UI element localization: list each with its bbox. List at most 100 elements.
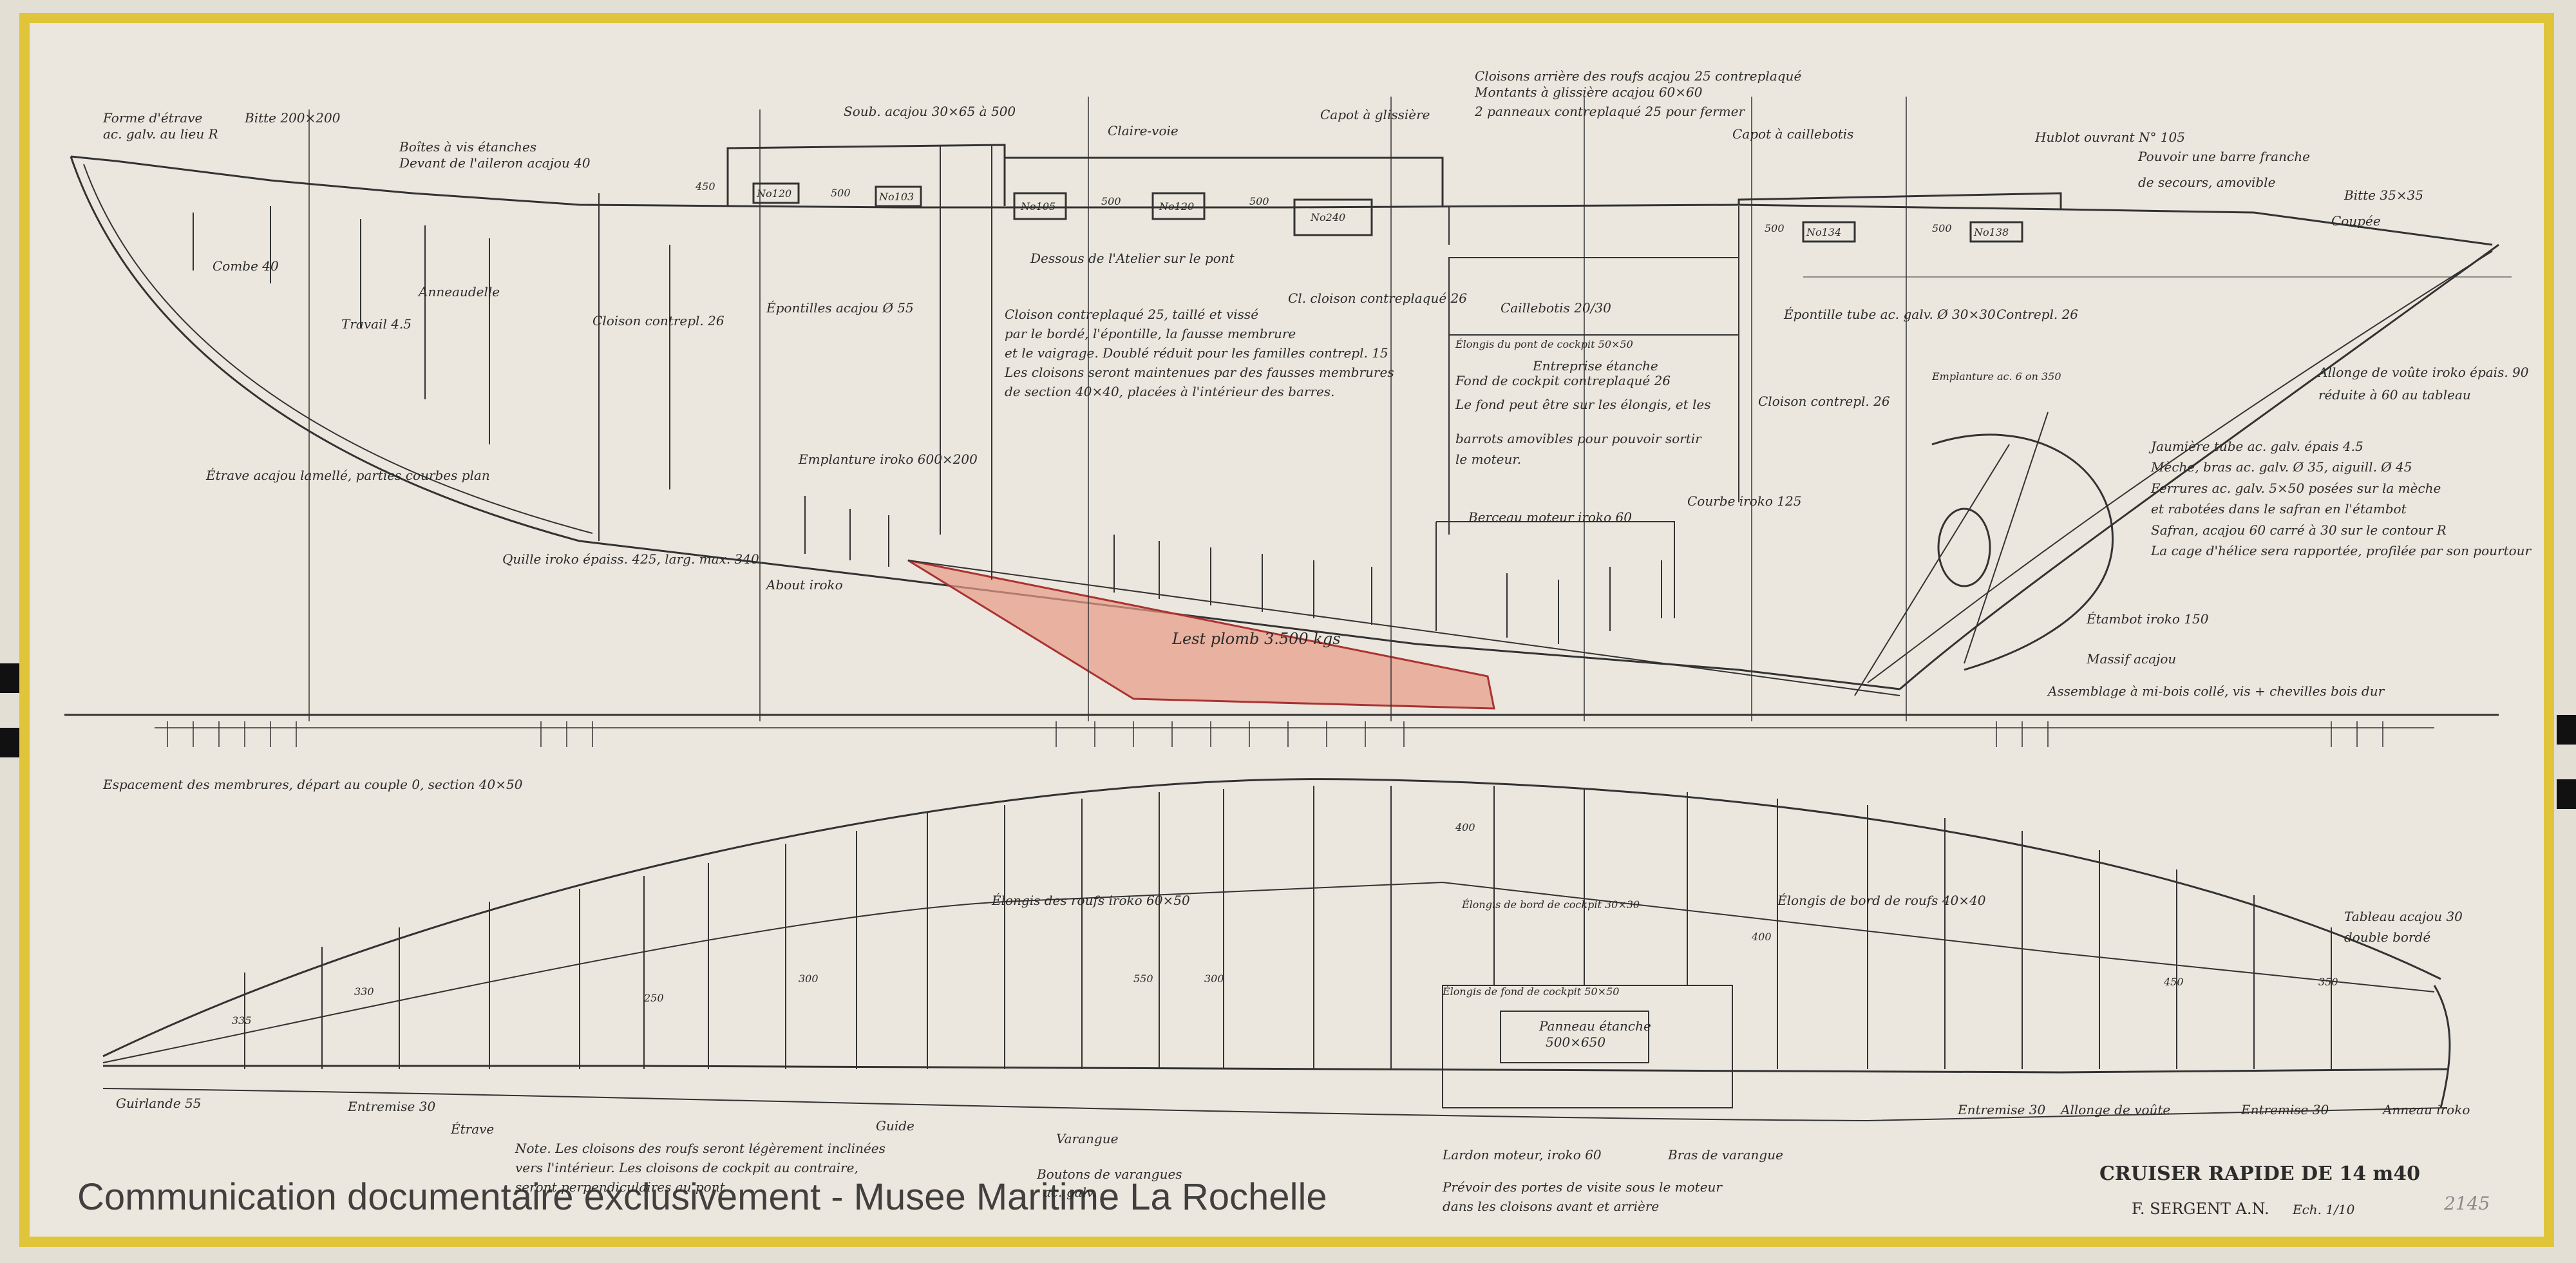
sternpost (1964, 412, 2049, 664)
plan-dim-335: 335 (232, 1014, 252, 1027)
drawing-author: F. SERGENT A.N. (2132, 1200, 2269, 1218)
engine-hatch-plan (1500, 1011, 1649, 1063)
dim-500-b: 500 (1101, 195, 1121, 207)
hull-bottom-line (70, 156, 1900, 690)
propeller-aperture (1937, 508, 1991, 587)
label-contrepl: Contrepl. 26 (1996, 307, 2078, 322)
label-forme-etrave: Forme d'étrave (102, 110, 202, 126)
label-de-section: de section 40×40, placées à l'intérieur … (1005, 384, 1334, 399)
label-jaumiere: Jaumière tube ac. galv. épais 4.5 (2148, 439, 2363, 454)
bulkheads (598, 193, 1739, 580)
label-courbe: Courbe iroko 125 (1687, 493, 1801, 509)
label-les-cloisons: Les cloisons seront maintenues par des f… (1004, 365, 1394, 380)
rudder-outline (1931, 433, 2114, 671)
label-panneau-2: 500×650 (1546, 1034, 1605, 1050)
deck-edge-plan (102, 778, 2441, 1058)
label-guide: Guide (876, 1118, 914, 1134)
dim-n240: No240 (1310, 211, 1345, 223)
dim-n138: No138 (1973, 226, 2009, 238)
label-capot-caillebotis: Capot à caillebotis (1732, 126, 1853, 142)
label-panneaux: 2 panneaux contreplaqué 25 pour fermer (1474, 104, 1745, 119)
label-barrots: barrots amovibles pour pouvoir sortir (1455, 431, 1702, 446)
frame-spacing-ruler (155, 721, 2434, 747)
label-et-rabot: et rabotées dans le safran en l'étambot (2151, 501, 2407, 517)
cockpit-bulkheads (1448, 335, 1739, 535)
label-note-3: seront perpendiculaires au pont (515, 1179, 726, 1195)
tape-left-2 (0, 728, 19, 757)
label-sousb: Soub. acajou 30×65 à 500 (844, 104, 1016, 119)
dim-n120: No120 (756, 187, 791, 200)
dim-450-a: 450 (695, 180, 715, 193)
sheet-frame (19, 13, 2554, 1247)
label-elongis-bord: Élongis de bord de roufs 40×40 (1777, 893, 1986, 908)
label-travail: Travail 4.5 (341, 316, 412, 332)
hatch-d105 (1013, 192, 1067, 220)
label-pouvoir-2: de secours, amovible (2138, 175, 2275, 190)
label-fond: Fond de cockpit contreplaqué 26 (1455, 373, 1671, 388)
hatch-d138 (1969, 221, 2023, 243)
label-varangue: Varangue (1056, 1131, 1118, 1146)
hatch-d120b (1151, 192, 1206, 220)
aft-deckhouse (1738, 192, 2062, 209)
plan-dim-450: 450 (2163, 976, 2184, 988)
label-etrave-plan: Étrave (450, 1121, 494, 1137)
transom-plan (2433, 985, 2451, 1108)
label-assemblage: Assemblage à mi-bois collé, vis + chevil… (2047, 683, 2385, 699)
cockpit-plan (1442, 985, 1733, 1108)
label-anneau-iroko: Anneau iroko (2382, 1102, 2470, 1117)
label-allonge-voute: Allonge de voûte (2060, 1102, 2170, 1117)
dim-n103: No103 (878, 191, 914, 203)
drawing-title: CRUISER RAPIDE DE 14 m40 (2099, 1163, 2420, 1185)
label-claire-voie: Claire-voie (1108, 123, 1179, 138)
label-entremise-2: Entremise 30 (1957, 1102, 2045, 1117)
label-etambot: Étambot iroko 150 (2086, 611, 2209, 627)
label-boutons: Boutons de varangues (1036, 1166, 1182, 1182)
main-deckhouse (1003, 157, 1444, 206)
label-quille: Quille iroko épaiss. 425, larg. max. 340 (502, 551, 759, 567)
label-ferrures: Ferrures ac. galv. 5×50 posées sur la mè… (2150, 480, 2441, 496)
label-devant: Devant de l'aileron acajou 40 (399, 155, 591, 171)
label-pouvoir: Pouvoir une barre franche (2137, 149, 2310, 164)
label-note: Note. Les cloisons des roufs seront légè… (515, 1141, 886, 1156)
label-boites: Boîtes à vis étanches (399, 139, 536, 155)
tape-right-2 (2557, 779, 2576, 809)
label-bras: Bras de varangue (1667, 1147, 1783, 1163)
label-coupee: Coupée (2331, 213, 2381, 229)
plan-dim-550: 550 (1133, 973, 1153, 985)
label-prevoir-2: dans les cloisons avant et arrière (1443, 1199, 1659, 1214)
label-lest: Lest plomb 3.500 kgs (1171, 630, 1341, 648)
label-cloison-cp-taille: Cloison contreplaqué 25, taillé et vissé (1005, 307, 1258, 322)
label-emplanture-iroko: Emplanture iroko 600×200 (798, 451, 978, 467)
frames-profile (193, 206, 1662, 644)
label-allonge: Allonge de voûte iroko épais. 90 (2317, 365, 2529, 380)
label-double-borde: double bordé (2344, 929, 2430, 945)
label-montants: Montants à glissière acajou 60×60 (1474, 84, 1703, 100)
sheer-line (70, 155, 2493, 246)
label-anneaudelle: Anneaudelle (417, 284, 500, 299)
label-elongis-roufs: Élongis des roufs iroko 60×50 (991, 893, 1190, 908)
dim-500-d: 500 (1765, 222, 1785, 234)
label-berceau: Berceau moteur iroko 60 (1468, 509, 1632, 525)
dim-500-e: 500 (1932, 222, 1952, 234)
label-espacement: Espacement des membrures, départ au coup… (102, 777, 523, 792)
dim-500-a: 500 (831, 187, 851, 199)
label-about: About iroko (765, 577, 843, 593)
station-lines (308, 97, 1907, 721)
label-entremise-3: Entremise 30 (2240, 1102, 2329, 1117)
keel-plan (102, 1088, 2448, 1122)
label-hublot: Hublot ouvrant N° 105 (2034, 129, 2185, 145)
label-note-2: vers l'intérieur. Les cloisons de cockpi… (515, 1160, 858, 1175)
centerline-plan (103, 1065, 2448, 1074)
label-dessous: Dessous de l'Atelier sur le pont (1030, 251, 1235, 266)
label-etrave-acajou: Étrave acajou lamellé, parties courbes p… (205, 468, 490, 483)
label-elongis-cockpit: Élongis de bord de cockpit 30×30 (1461, 898, 1640, 911)
label-combe: Combe 40 (213, 258, 279, 274)
label-par-borde: par le bordé, l'épontille, la fausse mem… (1005, 326, 1296, 341)
rabbet-line (83, 164, 593, 534)
label-panneau: Panneau étanche (1539, 1018, 1651, 1034)
hatch-d240 (1293, 198, 1373, 236)
deckhouse-side-plan (102, 881, 2435, 1063)
label-emplanture-ac: Emplanture ac. 6 on 350 (1931, 370, 2061, 383)
dim-n105: No105 (1020, 200, 1056, 213)
label-lardon: Lardon moteur, iroko 60 (1442, 1147, 1602, 1163)
